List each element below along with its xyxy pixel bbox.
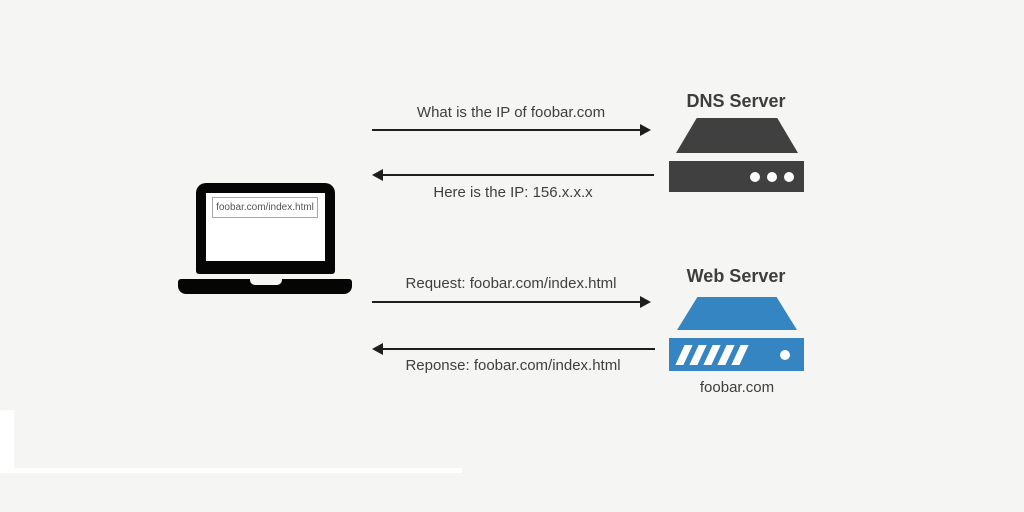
- browser-url-field: foobar.com/index.html: [212, 197, 318, 218]
- server-led-icon: [767, 171, 777, 182]
- browser-url-text: foobar.com/index.html: [216, 202, 314, 213]
- web-server-title: Web Server: [686, 266, 786, 286]
- http-request-label: Request: foobar.com/index.html: [405, 275, 617, 292]
- server-icon: [669, 338, 804, 371]
- dns-response-arrow: [383, 174, 654, 176]
- server-led-icon: [784, 171, 794, 182]
- laptop-screen-content: foobar.com/index.html: [206, 193, 325, 261]
- white-mask-vertical: [0, 410, 14, 468]
- web-server-hostname: foobar.com: [699, 379, 775, 396]
- server-icon: [669, 161, 804, 192]
- arrow-head-left-icon: [372, 343, 383, 355]
- white-mask-horizontal: [0, 468, 462, 473]
- arrow-head-left-icon: [372, 169, 383, 181]
- dns-query-label: What is the IP of foobar.com: [416, 104, 606, 121]
- dns-query-arrow: [372, 129, 640, 131]
- laptop-trackpad-notch: [250, 279, 282, 285]
- http-response-label: Reponse: foobar.com/index.html: [405, 357, 621, 374]
- arrow-head-right-icon: [640, 296, 651, 308]
- dns-server-title: DNS Server: [686, 91, 786, 111]
- arrow-head-right-icon: [640, 124, 651, 136]
- http-request-arrow: [372, 301, 640, 303]
- laptop-base: [178, 279, 352, 294]
- http-response-arrow: [383, 348, 655, 350]
- dns-response-label: Here is the IP: 156.x.x.x: [433, 184, 593, 201]
- server-led-icon: [780, 350, 790, 360]
- laptop-screen: foobar.com/index.html: [196, 183, 335, 274]
- server-icon: [677, 297, 797, 330]
- server-icon: [676, 118, 798, 153]
- server-led-icon: [750, 171, 760, 182]
- server-vents-icon: [675, 345, 749, 365]
